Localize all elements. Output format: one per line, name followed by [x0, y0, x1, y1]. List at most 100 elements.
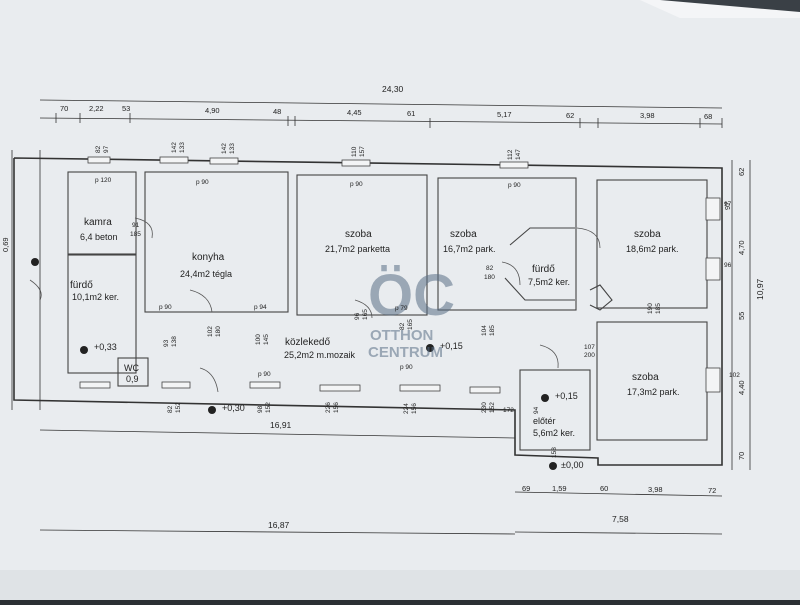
opening-p79: p 79: [395, 305, 408, 312]
opening-r96: 96: [724, 262, 732, 269]
opening-d91: 91: [132, 222, 140, 229]
dim-top-2: 53: [122, 104, 130, 113]
opening-b94: 94: [533, 406, 540, 414]
opening-d185c: 185: [655, 303, 662, 314]
dim-bottom-inner-left: 16,91: [270, 420, 292, 430]
opening-r97: 97: [724, 201, 732, 208]
opening-d180b: 180: [215, 326, 222, 337]
room-konyha-name: konyha: [192, 252, 225, 263]
opening-w2b: 133: [179, 142, 186, 153]
dimensions: 24,30 70 2,22 53 4,90 48 4,45 61 5,17 62…: [1, 84, 765, 530]
dim-top-5: 4,45: [347, 108, 362, 117]
dim-top-9: 3,98: [640, 111, 655, 120]
opening-w3a: 142: [221, 143, 228, 154]
watermark-logo: ÖC: [368, 263, 455, 328]
room-szoba3-name: szoba: [634, 229, 661, 240]
opening-d107: 107: [584, 344, 595, 351]
opening-d104: 104: [481, 325, 488, 336]
opening-r102: 102: [729, 372, 740, 379]
opening-d96: 96: [354, 312, 361, 320]
dim-right-4: 10,97: [755, 278, 765, 300]
room-kamra-detail: 6,4 beton: [80, 232, 118, 242]
level-3: +0,15: [440, 341, 463, 351]
opening-b82: 82: [167, 405, 174, 413]
opening-d185: 185: [130, 231, 141, 238]
opening-labels: p 120 p 90 p 90 p 90 p 90 p 94 p 79 p 90…: [95, 142, 740, 458]
opening-d190: 190: [647, 303, 654, 314]
opening-w1b: 97: [103, 145, 110, 153]
opening-b156: 156: [333, 402, 340, 413]
opening-b158: 158: [551, 447, 558, 458]
level-5: ±0,00: [561, 460, 583, 470]
opening-w5a: 112: [507, 149, 514, 160]
opening-b172: 172: [503, 407, 514, 414]
opening-d102: 102: [207, 326, 214, 337]
room-furdo1-detail: 10,1m2 ker.: [72, 292, 119, 302]
opening-w4b: 157: [359, 146, 366, 157]
opening-d200: 200: [584, 352, 595, 359]
opening-p90e: p 90: [159, 304, 172, 311]
dim-right-2: 4,70: [737, 240, 746, 255]
room-kozlekedo-detail: 25,2m2 m.mozaik: [284, 350, 356, 360]
dim-top-10: 68: [704, 112, 712, 121]
room-eloter-name: előtér: [533, 416, 556, 426]
dim-right-5: 4,40: [737, 380, 746, 395]
opening-b152b: 152: [265, 402, 272, 413]
opening-b230: 230: [481, 402, 488, 413]
opening-d145: 145: [263, 334, 270, 345]
opening-b98: 98: [257, 405, 264, 413]
opening-p120: p 120: [95, 177, 112, 184]
room-szoba1-name: szoba: [345, 229, 372, 240]
level-1: +0,33: [94, 342, 117, 352]
room-kozlekedo-name: közlekedő: [285, 337, 330, 348]
dim-bottom-outer-left: 16,87: [268, 520, 290, 530]
dim-right-0: 62: [737, 168, 746, 176]
room-szoba4-detail: 17,3m2 park.: [627, 387, 680, 397]
watermark: ÖC OTTHON CENTRUM: [368, 263, 455, 361]
dim-top-4: 48: [273, 107, 281, 116]
opening-d82b: 82: [399, 322, 406, 330]
room-wc-detail: 0,9: [126, 374, 139, 384]
dim-top-6: 61: [407, 109, 415, 118]
dim-bottom-inner-right-2: 60: [600, 484, 608, 493]
opening-p90b: p 90: [350, 181, 363, 188]
opening-d185b: 185: [489, 325, 496, 336]
dim-bottom-outer-right: 7,58: [612, 514, 629, 524]
room-furdo2-detail: 7,5m2 ker.: [528, 277, 570, 287]
room-eloter-detail: 5,6m2 ker.: [533, 428, 575, 438]
opening-w4a: 110: [351, 146, 358, 157]
dim-bottom-inner-right-0: 69: [522, 484, 530, 493]
opening-b152c: 152: [489, 402, 496, 413]
room-wc-name: WC: [124, 363, 139, 373]
opening-w5b: 147: [515, 149, 522, 160]
room-szoba2-detail: 16,7m2 park.: [443, 244, 496, 254]
opening-d165b: 165: [407, 319, 414, 330]
dim-overall-top: 24,30: [382, 84, 404, 94]
opening-p90g: p 90: [400, 364, 413, 371]
room-szoba1-detail: 21,7m2 parketta: [325, 244, 390, 254]
opening-p90f: p 90: [258, 371, 271, 378]
opening-d82: 82: [486, 265, 494, 272]
opening-d165: 165: [362, 309, 369, 320]
opening-w1a: 82: [95, 145, 102, 153]
dim-right-3: 55: [737, 312, 746, 320]
room-furdo2-name: fürdő: [532, 264, 555, 275]
opening-w2a: 142: [171, 142, 178, 153]
room-szoba3-detail: 18,6m2 park.: [626, 244, 679, 254]
opening-b226: 226: [325, 402, 332, 413]
dim-top-8: 62: [566, 111, 574, 120]
room-szoba4-name: szoba: [632, 372, 659, 383]
dim-right-1: 97: [723, 202, 732, 210]
room-szoba2-name: szoba: [450, 229, 477, 240]
opening-b156b: 156: [411, 403, 418, 414]
opening-b224: 224: [403, 403, 410, 414]
opening-w3b: 133: [229, 143, 236, 154]
dim-top-3: 4,90: [205, 106, 220, 115]
level-2: +0,30: [222, 403, 245, 413]
opening-p90a: p 90: [196, 179, 209, 186]
room-furdo1-name: fürdő: [70, 280, 93, 291]
level-4: +0,15: [555, 391, 578, 401]
dim-top-7: 5,17: [497, 110, 512, 119]
